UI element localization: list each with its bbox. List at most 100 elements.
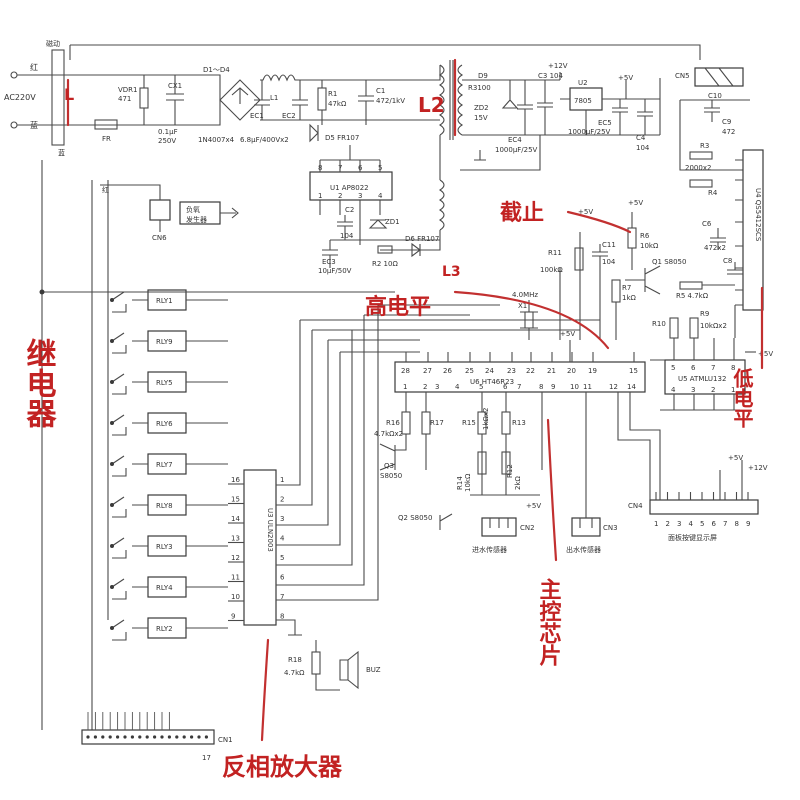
- uln-pin-4: 4: [280, 535, 285, 543]
- regulator-section: D9 R3100 ZD2 15V EC4 1000μF/25V C3 104 +…: [460, 62, 661, 171]
- high-level-label: 高电平: [365, 294, 431, 320]
- r15-label: R15: [462, 419, 476, 427]
- cn4-pin-7: 7: [723, 520, 727, 528]
- ec1-label: EC1: [250, 112, 264, 120]
- d6-label: D6 FR107: [405, 235, 439, 243]
- mcu-pin-b-5: 5: [479, 383, 483, 391]
- cn1-section: CN1 17: [81, 712, 233, 762]
- r17-label: R17: [430, 419, 444, 427]
- cx1-value1: 0.1μF: [158, 128, 178, 136]
- u2-part: 7805: [574, 97, 592, 105]
- r6-value: 10kΩ: [640, 242, 659, 250]
- u5-pin-5: 5: [671, 364, 675, 372]
- cn4-pin-9: 9: [746, 520, 750, 528]
- r15-value: 1kΩx2: [482, 408, 490, 430]
- ec4-value: 1000μF/25V: [495, 146, 538, 154]
- r11-value: 100kΩ: [540, 266, 563, 274]
- c2-label: C2: [345, 206, 354, 214]
- u1-pin-b-1: 1: [318, 192, 322, 200]
- mcu-pin-b-1: 1: [403, 383, 407, 391]
- uln-pin-8: 8: [280, 613, 284, 621]
- vdr-label: VDR1: [118, 86, 138, 94]
- uln-pin-2: 2: [280, 496, 284, 504]
- cn1-pin: [138, 735, 142, 739]
- relay-rly6: RLY6: [110, 412, 228, 436]
- inverter-arrow: [260, 638, 270, 742]
- ion-name1: 负氧: [186, 205, 200, 214]
- x1-label: X1: [518, 302, 527, 310]
- high-level-arrow: [453, 290, 610, 350]
- mcu-pin-25: 25: [465, 367, 474, 375]
- cn4-pin-8: 8: [735, 520, 739, 528]
- ion-name2: 发生器: [186, 215, 207, 224]
- r18-value: 4.7kΩ: [284, 669, 305, 677]
- mcu-pin-21: 21: [547, 367, 556, 375]
- mcu-pin-b-2: 2: [423, 383, 427, 391]
- c6-label: C6: [702, 220, 712, 228]
- cutoff-label: 截止: [500, 201, 544, 226]
- u1-label: U1 AP8022: [330, 184, 369, 192]
- mcu-label: U6 HT46R23: [470, 378, 514, 386]
- r4-label: R4: [708, 189, 718, 197]
- vdr-value: 471: [118, 95, 131, 103]
- u1-pin-b-4: 4: [378, 192, 383, 200]
- u5-pin-b-3: 3: [691, 386, 695, 394]
- handwritten-annotations: L L2 L3 截止 高电平 低电平 继电器 主控芯片 反相放大器: [21, 58, 764, 781]
- cn1-pin: [93, 735, 97, 739]
- mcu-pin-b-7: 7: [517, 383, 521, 391]
- blue-wire-label: 蓝: [58, 148, 65, 157]
- display-driver-section: CN5 C10 C9 472 R3 2000x2 R4 U4 QS5412SCS…: [540, 67, 773, 411]
- mcu-pin-27: 27: [423, 367, 432, 375]
- uln-pin-16: 16: [231, 476, 240, 484]
- mcu-pin-b-9: 9: [551, 383, 555, 391]
- cn4-plus5: +5V: [728, 454, 743, 462]
- crystal-freq: 4.0MHz: [512, 291, 538, 299]
- u2-label: U2: [578, 79, 588, 87]
- cn4-pin-2: 2: [666, 520, 670, 528]
- mcu-arrow: [546, 418, 558, 562]
- cn5-label: CN5: [675, 72, 690, 80]
- coil-label: 磁动: [46, 39, 60, 48]
- plus12-label: +12V: [548, 62, 568, 70]
- relay-label-rly9: RLY9: [156, 338, 173, 346]
- mcu-pin-15: 15: [629, 367, 638, 375]
- cn1-pin: [204, 735, 208, 739]
- r3100-label: R3100: [468, 84, 491, 92]
- cn1-pin: [101, 735, 105, 739]
- zd1-label: ZD1: [385, 218, 400, 226]
- relay-rly7: RLY7: [110, 453, 228, 477]
- cx1-value2: 250V: [158, 137, 176, 145]
- c11-value: 104: [602, 258, 616, 266]
- cn4-plus12: +12V: [748, 464, 768, 472]
- q3-part: S8050: [380, 472, 402, 480]
- zd2-label: ZD2: [474, 104, 489, 112]
- cn1-pin: [130, 735, 134, 739]
- r3-value: 2000x2: [685, 164, 711, 172]
- mcu-label-hand: 主控芯片: [536, 578, 562, 667]
- relay-label-rly7: RLY7: [156, 461, 173, 469]
- l-mark: L: [64, 85, 74, 104]
- uln-pin-7: 7: [280, 593, 284, 601]
- relay-rly9: RLY9: [110, 330, 228, 354]
- r12-label: R12: [506, 464, 514, 478]
- r12-value: 2kΩ: [514, 475, 522, 490]
- u5-pin-6: 6: [691, 364, 696, 372]
- ion-generator: CN6 负氧 发生器: [100, 184, 239, 242]
- relay-rly2: RLY2: [110, 617, 228, 641]
- l2-mark: L2: [418, 93, 445, 117]
- u5-label: U5 ATMLU132: [678, 375, 726, 383]
- mcu-pin-b-6: 6: [503, 383, 508, 391]
- sensor-plus5: +5V: [526, 502, 541, 510]
- cn1-pin: [175, 735, 179, 739]
- c6-value: 472x2: [704, 244, 726, 252]
- u5-pin-b-4: 4: [671, 386, 676, 394]
- relay-rly8: RLY8: [110, 494, 228, 518]
- red-wire-label: 红: [102, 185, 109, 194]
- c9-label: C9: [722, 118, 731, 126]
- cn1-pin: [190, 735, 194, 739]
- r1-label: R1: [328, 90, 337, 98]
- mcu-pin-20: 20: [567, 367, 576, 375]
